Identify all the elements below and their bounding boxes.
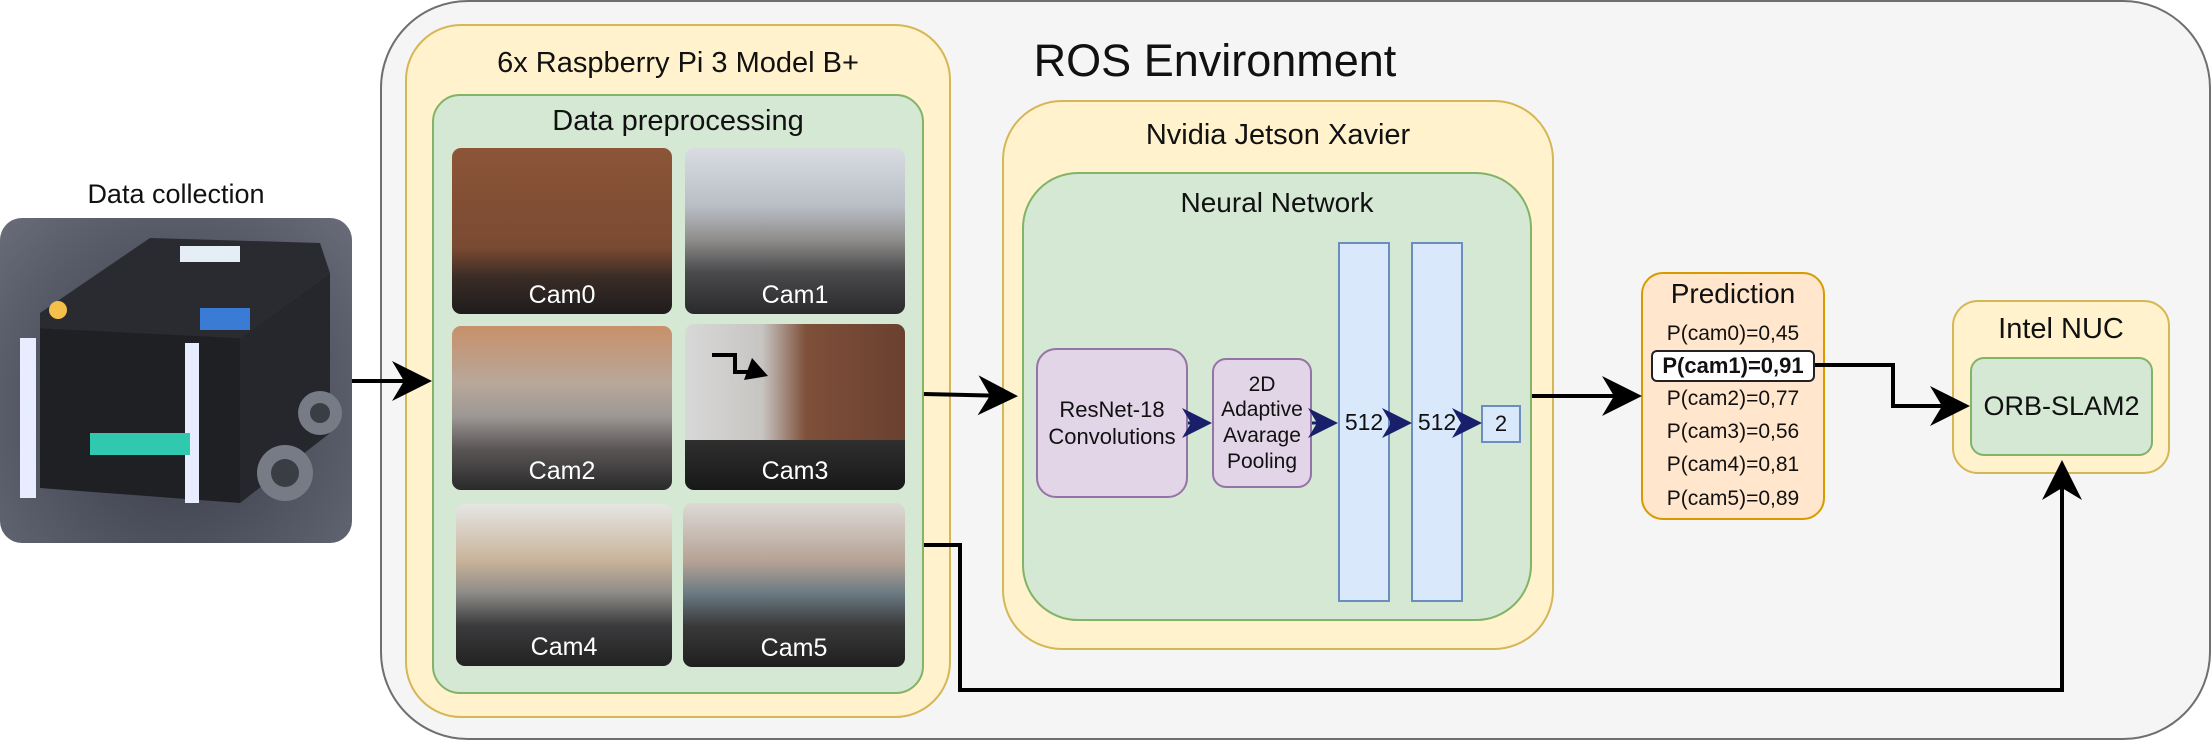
prediction-row: P(cam0)=0,45 [1666,322,1800,345]
prediction-row: P(cam4)=0,81 [1666,453,1800,476]
data-preprocessing-title: Data preprocessing [552,104,804,137]
output-layer: 2 [1481,405,1521,443]
camera-floor [685,440,905,490]
ros-environment-title: ROS Environment [1033,35,1397,86]
camera-image-cam0: Cam0 [452,148,672,314]
jetson-xavier-title: Nvidia Jetson Xavier [1145,118,1411,151]
fc-layer-2 [1411,242,1463,602]
resnet-convolutions-block: ResNet-18 Convolutions [1036,348,1188,498]
prediction-title: Prediction [1670,278,1796,309]
neural-network-title: Neural Network [1180,187,1374,218]
robot-illustration [20,238,342,503]
raspberry-pi-title: 6x Raspberry Pi 3 Model B+ [497,46,859,79]
camera-image-cam5: Cam5 [683,503,905,667]
prediction-row: P(cam2)=0,77 [1666,387,1800,410]
fc-layer-1 [1338,242,1390,602]
data-collection-title: Data collection [87,178,265,209]
camera-label: Cam5 [760,634,828,662]
prediction-row: P(cam5)=0,89 [1666,487,1800,510]
cam3-overlay-marker [712,353,752,374]
robot-photo [0,218,352,543]
intel-nuc-title: Intel NUC [1998,312,2124,345]
camera-image-cam2: Cam2 [452,326,672,490]
arrow-rpi-to-nuc [924,460,2082,692]
camera-label: Cam3 [761,457,829,485]
prediction-row: P(cam3)=0,56 [1666,420,1800,443]
prediction-row-highlighted: P(cam1)=0,91 [1651,350,1815,382]
camera-label: Cam2 [528,457,596,485]
adaptive-pooling-block: 2D Adaptive Avarage Pooling [1212,358,1312,488]
fc-layer-1-label: 512 [1344,408,1384,435]
fc-layer-2-label: 512 [1417,408,1457,435]
arrow-prediction-to-slam [1815,363,1970,426]
camera-label: Cam0 [528,281,596,309]
camera-image-cam4: Cam4 [456,504,672,666]
cam3-overlay-arrowhead [744,358,768,380]
camera-label: Cam1 [761,281,829,309]
orb-slam2-block: ORB-SLAM2 [1970,357,2153,456]
camera-label: Cam4 [530,633,598,661]
arrow-rpi-to-jetson [923,375,1018,416]
camera-image-cam3: Cam3 [685,324,905,490]
prediction-container [1641,272,1825,520]
camera-image-cam1: Cam1 [685,148,905,314]
